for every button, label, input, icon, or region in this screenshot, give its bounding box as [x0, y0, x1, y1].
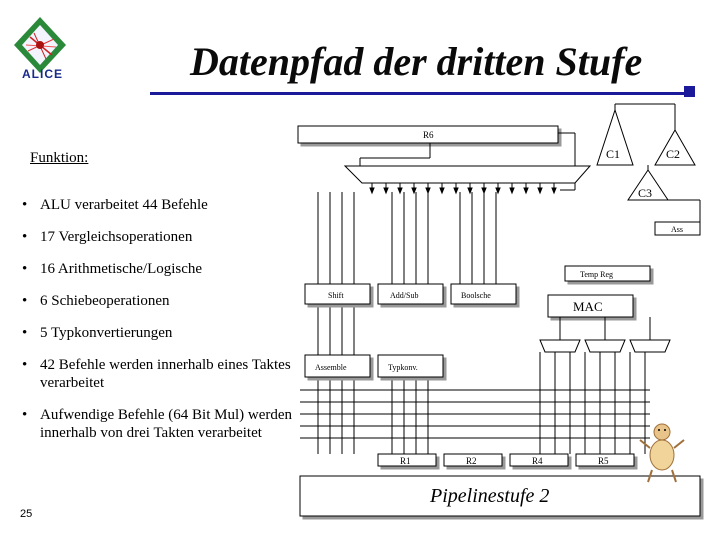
bus-arrow [425, 187, 431, 195]
bus-arrow [369, 187, 375, 195]
assemble-block [304, 354, 371, 378]
shift-block [304, 283, 371, 305]
title-underline [150, 92, 695, 95]
r6-label: R6 [423, 130, 434, 140]
page-title: Datenpfad der dritten Stufe [190, 39, 643, 84]
boolsche-block [450, 283, 517, 305]
r1-label: R1 [400, 456, 411, 466]
feature-list: ALU verarbeitet 44 Befehle 17 Vergleichs… [20, 196, 295, 456]
r6-register [297, 125, 559, 144]
c3-triangle [627, 169, 669, 201]
mux-1 [539, 339, 581, 353]
shift-label: Shift [328, 291, 344, 300]
ass-label: Ass [671, 225, 683, 234]
bus-lines [317, 183, 646, 454]
r2-register [443, 453, 503, 467]
page-number: 25 [20, 508, 33, 520]
bus-arrow [537, 187, 543, 195]
mac-block [547, 294, 634, 318]
list-item: 42 Befehle werden innerhalb eines Taktes… [20, 356, 295, 392]
logo-text: ALICE [22, 67, 63, 81]
r4-label: R4 [532, 456, 543, 466]
mascot-figure-icon [639, 423, 685, 483]
c1-label: C1 [606, 147, 620, 161]
add-sub-block [377, 283, 444, 305]
bus-arrow [495, 187, 501, 195]
temp-reg-label: Temp Reg [580, 270, 613, 279]
ass-block [654, 221, 701, 236]
bus-arrow [509, 187, 515, 195]
list-item: 5 Typkonvertierungen [20, 324, 295, 342]
list-item: 17 Vergleichsoperationen [20, 228, 295, 246]
mac-label: MAC [573, 299, 603, 314]
bus-trapezoid [343, 165, 592, 184]
r2-label: R2 [466, 456, 477, 466]
pipeline-label: Pipelinestufe 2 [429, 485, 549, 507]
list-item: ALU verarbeitet 44 Befehle [20, 196, 295, 214]
r4-register [509, 453, 569, 467]
funktion-heading: Funktion: [30, 150, 89, 166]
boolsche-label: Boolsche [461, 291, 491, 300]
bus-arrow [523, 187, 529, 195]
mux-2 [584, 339, 626, 353]
temp-reg-block [564, 265, 651, 282]
bus-arrow [551, 187, 557, 195]
bus-arrow [383, 187, 389, 195]
alice-logo [10, 15, 70, 85]
bus-arrow [397, 187, 403, 195]
c3-label: C3 [638, 186, 652, 200]
list-item: 6 Schiebeoperationen [20, 292, 295, 310]
c2-label: C2 [666, 147, 680, 161]
c2-triangle [654, 128, 696, 166]
typkonv-label: Typkonv. [388, 363, 418, 372]
r1-register [377, 453, 437, 467]
r5-register [575, 453, 635, 467]
r5-label: R5 [598, 456, 609, 466]
c1-triangle [596, 108, 634, 166]
bus-arrow [467, 187, 473, 195]
bus-arrow [481, 187, 487, 195]
list-item: Aufwendige Befehle (64 Bit Mul) werden i… [20, 406, 295, 442]
bus-arrow [411, 187, 417, 195]
typkonv-block [377, 354, 444, 378]
horizontal-bus [300, 389, 650, 439]
pipeline-box [299, 475, 701, 517]
list-item: 16 Arithmetische/Logische [20, 260, 295, 278]
title-underline-square [684, 86, 695, 97]
bus-arrow [453, 187, 459, 195]
alice-logo-icon [14, 17, 66, 73]
assemble-label: Assemble [315, 363, 347, 372]
bus-arrow [439, 187, 445, 195]
mux-3 [629, 339, 671, 353]
add-sub-label: Add/Sub [390, 291, 418, 300]
